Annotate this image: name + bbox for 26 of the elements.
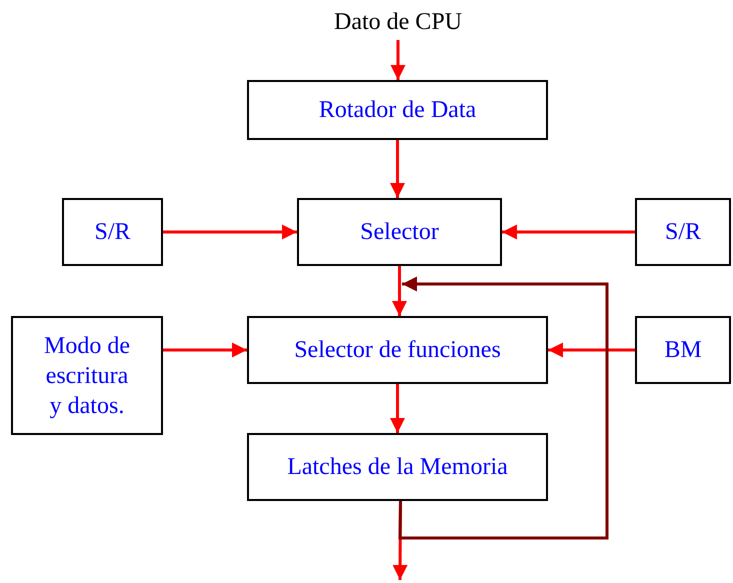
process-box <box>635 316 731 384</box>
input-label: Dato de CPU <box>334 8 462 37</box>
box-label: Latches de la Memoria <box>287 453 508 482</box>
process-box <box>297 198 502 266</box>
arrow <box>502 224 635 240</box>
box-label: BM <box>664 336 702 365</box>
process-box <box>635 198 731 266</box>
box-label: S/R <box>94 218 131 247</box>
process-box <box>62 198 163 266</box>
arrow <box>548 342 635 358</box>
process-box <box>247 433 548 501</box>
box-label: Selector de funciones <box>294 336 501 365</box>
arrow <box>163 224 297 240</box>
arrow <box>390 140 405 198</box>
box-label: Rotador de Data <box>318 96 476 125</box>
arrow <box>163 342 247 358</box>
arrow <box>390 40 406 80</box>
arrow <box>398 276 608 540</box>
box-label: Selector <box>360 218 439 247</box>
process-box <box>11 316 163 435</box>
process-box <box>247 80 548 140</box>
arrow <box>392 266 407 316</box>
process-box <box>247 316 548 384</box>
box-label: Modo de escritura y datos. <box>43 332 131 420</box>
arrow <box>390 384 405 433</box>
box-label: S/R <box>664 218 702 247</box>
